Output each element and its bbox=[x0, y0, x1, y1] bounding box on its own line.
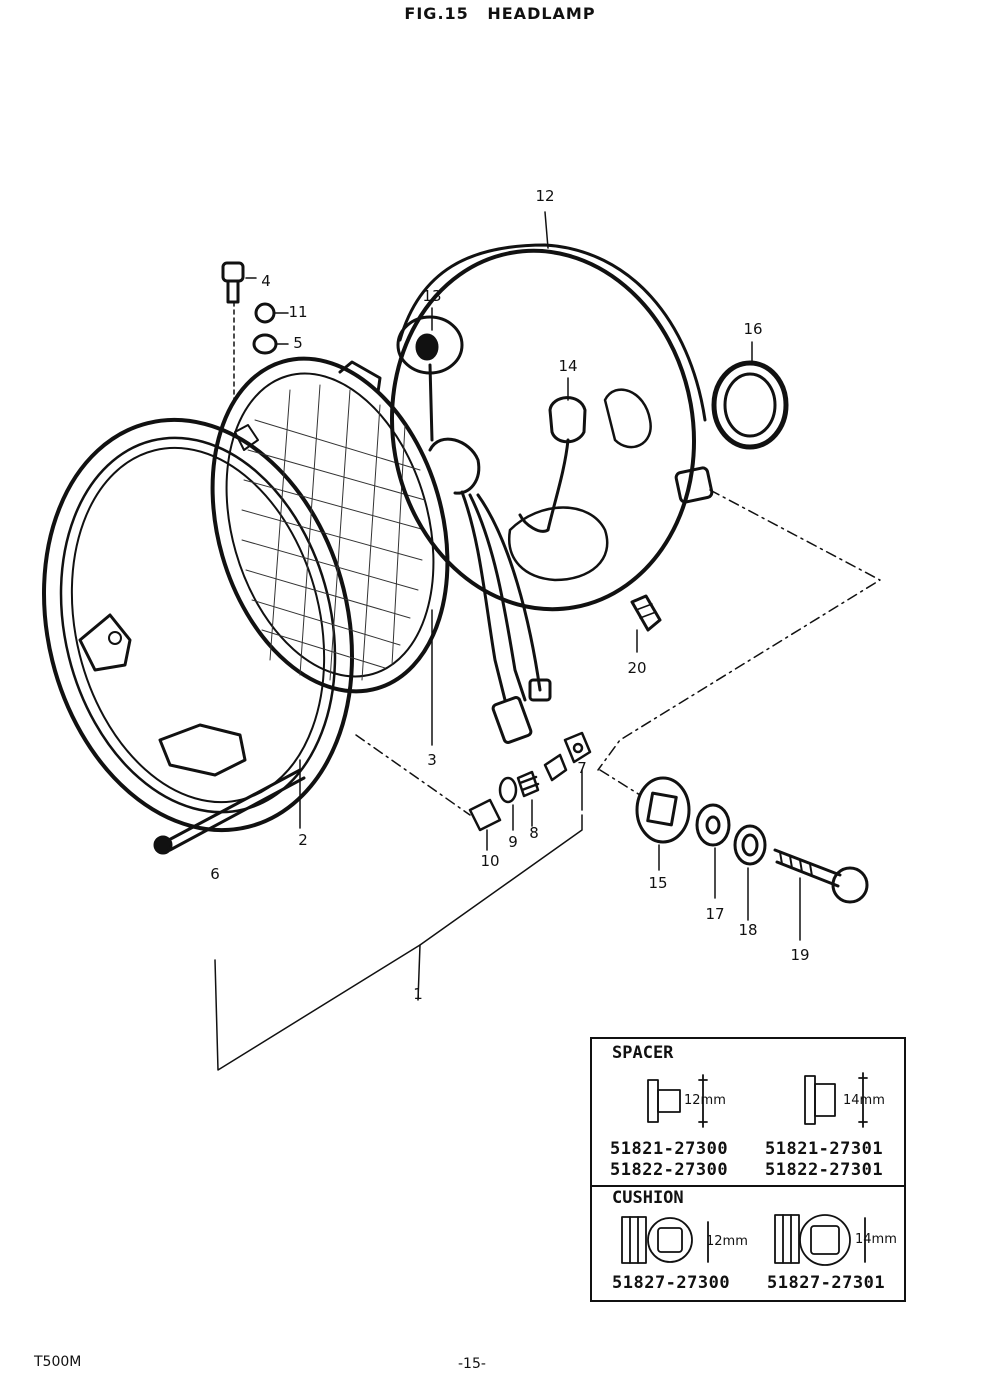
callout-10: 10 bbox=[480, 852, 500, 870]
callout-20: 20 bbox=[627, 659, 647, 677]
wire-grommet bbox=[396, 315, 464, 442]
spacer-a-part-2: 51822-27300 bbox=[610, 1160, 729, 1180]
spacer-14mm-drawing bbox=[804, 1072, 868, 1128]
shell-screw bbox=[630, 594, 662, 632]
model-code: T500M bbox=[34, 1354, 82, 1370]
cushion-b-dimension: 14mm bbox=[855, 1232, 897, 1247]
long-bolt bbox=[153, 768, 306, 855]
callout-4: 4 bbox=[261, 272, 271, 290]
shell-ring bbox=[711, 360, 789, 450]
spacer-label: SPACER bbox=[612, 1043, 674, 1063]
callout-18: 18 bbox=[738, 921, 758, 939]
callout-11: 11 bbox=[288, 303, 308, 321]
spacer-12mm-drawing bbox=[647, 1074, 708, 1128]
callout-6: 6 bbox=[210, 865, 220, 883]
callout-16: 16 bbox=[743, 320, 763, 338]
spacer-b-part-2: 51822-27301 bbox=[765, 1160, 884, 1180]
spacer-a-dimension: 12mm bbox=[684, 1093, 726, 1108]
callout-17: 17 bbox=[705, 905, 725, 923]
rim-bracket-bottom bbox=[158, 723, 247, 777]
callout-8: 8 bbox=[529, 824, 539, 842]
callout-2: 2 bbox=[298, 831, 308, 849]
spacer-a-part-1: 51821-27300 bbox=[610, 1139, 729, 1159]
figure-name: HEADLAMP bbox=[487, 4, 596, 23]
callout-9: 9 bbox=[508, 833, 518, 851]
headlamp-shell bbox=[390, 243, 714, 612]
callout-19: 19 bbox=[790, 946, 810, 964]
headlamp-lens-unit bbox=[210, 356, 450, 694]
spacer-cushion-inset bbox=[590, 1037, 906, 1302]
cushion-b-part: 51827-27301 bbox=[767, 1273, 886, 1293]
indicator-lamp bbox=[518, 396, 587, 533]
bulb-socket-and-wires bbox=[428, 437, 552, 744]
cushion-12mm-drawing bbox=[621, 1216, 709, 1264]
leader-lines bbox=[214, 211, 801, 1071]
cushion-a-dimension: 12mm bbox=[706, 1234, 748, 1249]
rim-screw-set bbox=[221, 261, 278, 406]
cushion-a-part: 51827-27300 bbox=[612, 1273, 731, 1293]
dashed-alignment-lines bbox=[355, 489, 881, 816]
rim-tab-left bbox=[78, 613, 132, 672]
page-title: FIG.15 HEADLAMP bbox=[0, 4, 1000, 23]
adjuster-parts bbox=[468, 731, 592, 832]
callout-7: 7 bbox=[577, 759, 587, 777]
callout-15: 15 bbox=[648, 874, 668, 892]
cushion-label: CUSHION bbox=[612, 1188, 684, 1208]
callout-3: 3 bbox=[427, 751, 437, 769]
callout-13: 13 bbox=[422, 287, 442, 305]
callout-14: 14 bbox=[558, 357, 578, 375]
spacer-b-part-1: 51821-27301 bbox=[765, 1139, 884, 1159]
inset-divider bbox=[592, 1185, 904, 1187]
cushion-14mm-drawing bbox=[774, 1214, 866, 1266]
spacer-b-dimension: 14mm bbox=[843, 1093, 885, 1108]
mount-hardware bbox=[635, 776, 869, 904]
figure-number: FIG.15 bbox=[404, 4, 469, 23]
callout-1: 1 bbox=[413, 985, 423, 1003]
page-number: -15- bbox=[458, 1356, 486, 1372]
callout-12: 12 bbox=[535, 187, 555, 205]
callout-5: 5 bbox=[293, 334, 303, 352]
